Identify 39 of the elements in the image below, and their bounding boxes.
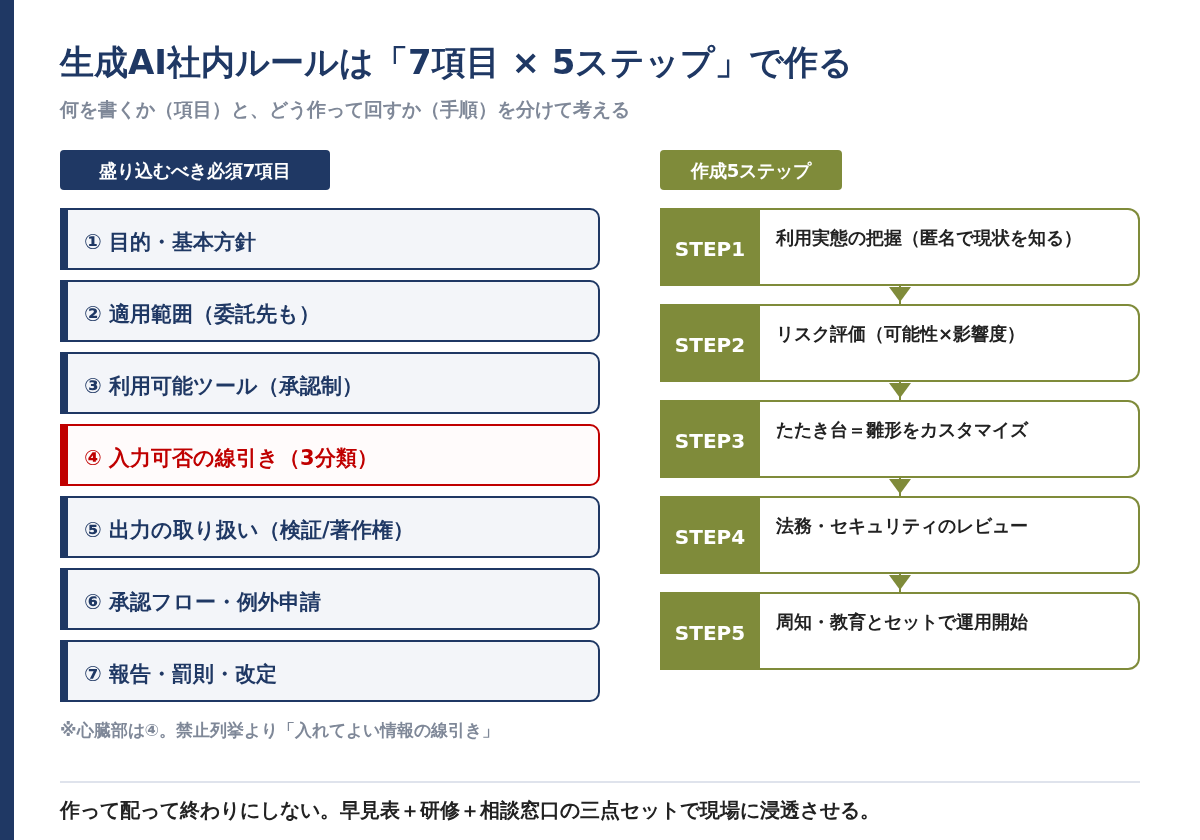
rule-item-text: ① 目的・基本方針 <box>84 229 257 256</box>
flow-arrow <box>889 381 911 401</box>
step-card <box>660 496 1140 574</box>
note-text: ※心臓部は④。禁止列挙より「入れてよい情報の線引き」 <box>60 719 499 742</box>
step-number-label: STEP1 <box>660 208 760 286</box>
rule-item-text: ④ 入力可否の線引き（3分類） <box>84 445 378 472</box>
step-number-label: STEP3 <box>660 400 760 478</box>
flow-arrow <box>889 477 911 497</box>
step-description: 法務・セキュリティのレビュー <box>776 514 1029 538</box>
section-heading-tag: 作成5ステップ <box>660 150 842 190</box>
step-number-label: STEP2 <box>660 304 760 382</box>
step-description: 周知・教育とセットで運用開始 <box>776 610 1029 634</box>
rule-item-card <box>60 280 600 342</box>
step-description: たたき台＝雛形をカスタマイズ <box>776 418 1030 442</box>
step-card <box>660 592 1140 670</box>
rule-item-card <box>60 568 600 630</box>
section-heading-tag: 盛り込むべき必須7項目 <box>60 150 330 190</box>
flow-arrow <box>889 573 911 593</box>
rule-item-text: ③ 利用可能ツール（承認制） <box>84 373 364 400</box>
rule-item-card <box>60 496 600 558</box>
footer-text: 作って配って終わりにしない。早見表＋研修＋相談窓口の三点セットで現場に浸透させる。 <box>60 798 880 824</box>
step-card <box>660 208 1140 286</box>
step-card <box>660 400 1140 478</box>
rule-item-card <box>60 352 600 414</box>
rule-item-text: ② 適用範囲（委託先も） <box>84 301 321 328</box>
rule-item-card <box>60 424 600 486</box>
rule-item-text: ⑦ 報告・罰則・改定 <box>84 661 278 688</box>
rule-item-card <box>60 208 600 270</box>
step-number-label: STEP4 <box>660 496 760 574</box>
step-number-label: STEP5 <box>660 592 760 670</box>
step-description: 利用実態の把握（匿名で現状を知る） <box>776 226 1083 250</box>
title: 生成AI社内ルールは「7項目 × 5ステップ」で作る <box>60 41 854 84</box>
flow-arrow <box>889 285 911 305</box>
rule-item-text: ⑤ 出力の取り扱い（検証/著作権） <box>84 517 414 544</box>
rule-item-card <box>60 640 600 702</box>
subtitle: 何を書くか（項目）と、どう作って回すか（手順）を分けて考える <box>60 97 630 122</box>
step-description: リスク評価（可能性×影響度） <box>776 322 1027 346</box>
step-card <box>660 304 1140 382</box>
rule-item-text: ⑥ 承認フロー・例外申請 <box>84 589 322 616</box>
